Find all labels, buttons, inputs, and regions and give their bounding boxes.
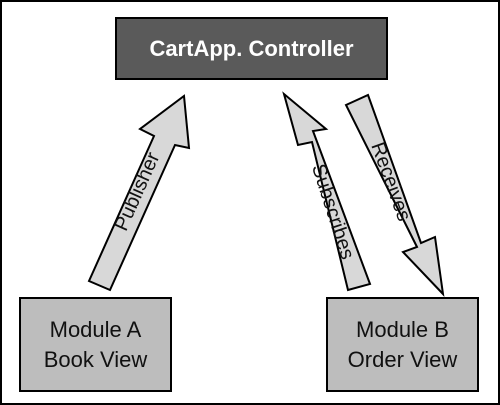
module-a-subtitle: Book View bbox=[43, 346, 148, 372]
publisher-arrow: Publisher bbox=[87, 94, 191, 292]
controller-box: CartApp. Controller bbox=[115, 17, 388, 80]
receives-arrow-shape bbox=[344, 93, 445, 297]
subscribes-arrow-shape bbox=[282, 91, 372, 292]
module-b-title: Module B bbox=[356, 316, 449, 342]
module-a-title: Module A bbox=[49, 316, 142, 342]
subscribes-label: Subscribes bbox=[307, 161, 358, 262]
receives-label: Receives bbox=[366, 139, 415, 224]
module-a-box: Module A Book View bbox=[19, 297, 172, 392]
controller-label: CartApp. Controller bbox=[149, 35, 354, 61]
publisher-arrow-shape bbox=[87, 94, 191, 292]
module-b-box: Module B Order View bbox=[326, 297, 479, 392]
module-b-subtitle: Order View bbox=[347, 346, 458, 372]
